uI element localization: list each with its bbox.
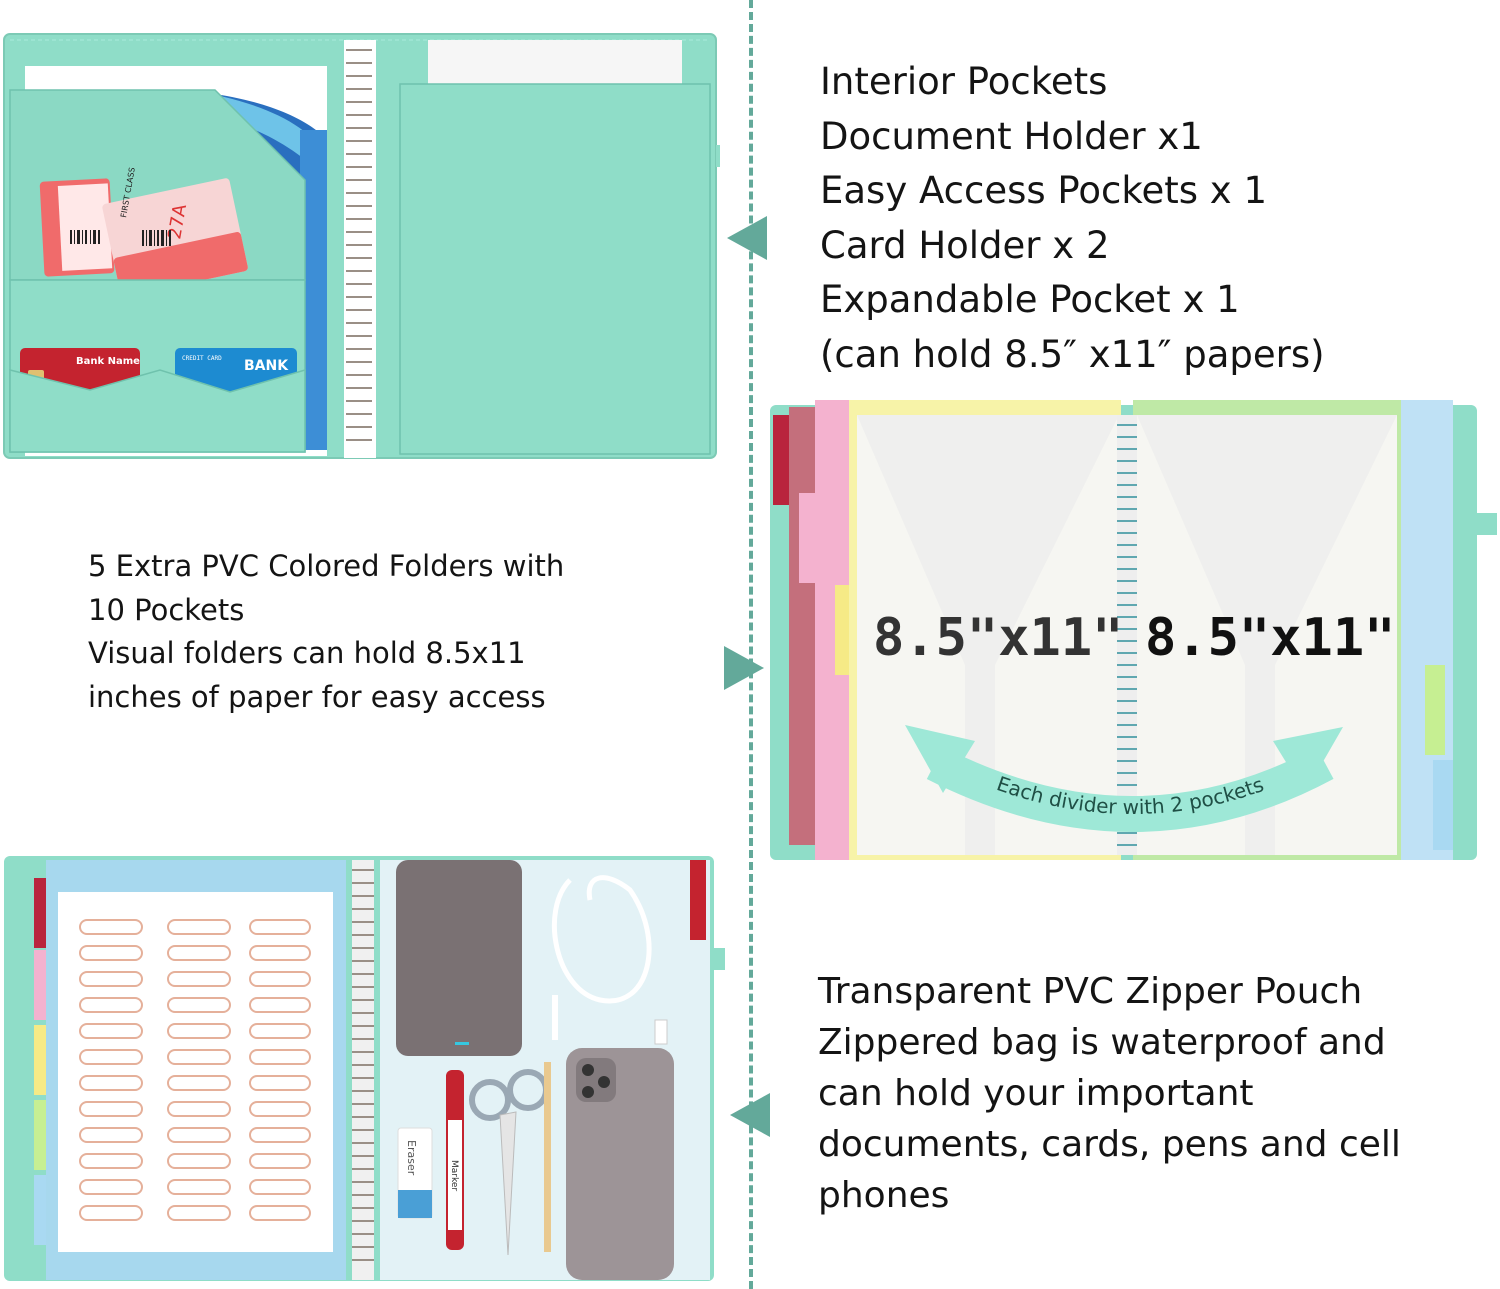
caption-line: Visual folders can hold 8.5x11 [88, 636, 526, 670]
caption-line: inches of paper for easy access [88, 679, 546, 714]
credit-card-bank-label: BANK [244, 358, 289, 374]
caption-line: documents, cards, pens and cell [818, 1124, 1401, 1165]
caption-line: Document Holder x1 [820, 114, 1203, 158]
caption-line: can hold your important [818, 1073, 1254, 1114]
right-size-label: 8.5"x11" [1145, 608, 1395, 668]
interior-pockets-caption: Interior Pockets Document Holder x1 Easy… [820, 55, 1325, 382]
caption-line: Card Holder x 2 [820, 223, 1110, 267]
caption-line: Transparent PVC Zipper Pouch [818, 971, 1363, 1012]
caption-line: 5 Extra PVC Colored Folders with [88, 549, 565, 583]
zipper-pouch-caption: Transparent PVC Zipper Pouch Zippered ba… [818, 966, 1401, 1221]
caption-line: Zippered bag is waterproof and [818, 1022, 1386, 1063]
caption-line: phones [818, 1175, 950, 1216]
caption-line: 10 Pockets [88, 592, 245, 627]
pointer-arrow-pouch [730, 1093, 770, 1137]
marker-label: Marker [449, 1160, 459, 1191]
colored-folders-caption: 5 Extra PVC Colored Folders with 10 Pock… [88, 545, 564, 719]
left-size-label: 8.5"x11" [873, 608, 1123, 668]
two-pockets-arrow: Each divider with 2 pockets [905, 725, 1343, 832]
pointer-arrow-folders [724, 646, 764, 690]
interior-pockets-photo: FIRST CLASS 27A Bank Name CREDIT CARD BA… [0, 30, 720, 462]
credit-card-top-label: CREDIT CARD [182, 355, 222, 362]
caption-line: Easy Access Pockets x 1 [820, 169, 1267, 212]
caption-line: Interior Pockets [820, 60, 1108, 103]
caption-line: (can hold 8.5″ x11″ papers) [820, 332, 1325, 376]
center-dashed-divider [749, 0, 753, 1289]
eraser-label: Eraser [405, 1140, 418, 1176]
pointer-arrow-interior [727, 216, 767, 260]
bank-name-card-label: Bank Name [76, 356, 140, 367]
caption-line: Expandable Pocket x 1 [820, 278, 1240, 321]
colored-folders-photo: 8.5"x11" 8.5"x11" Each divider with 2 po… [765, 395, 1500, 870]
zipper-pouch-photo: Marker Eraser [0, 850, 725, 1285]
